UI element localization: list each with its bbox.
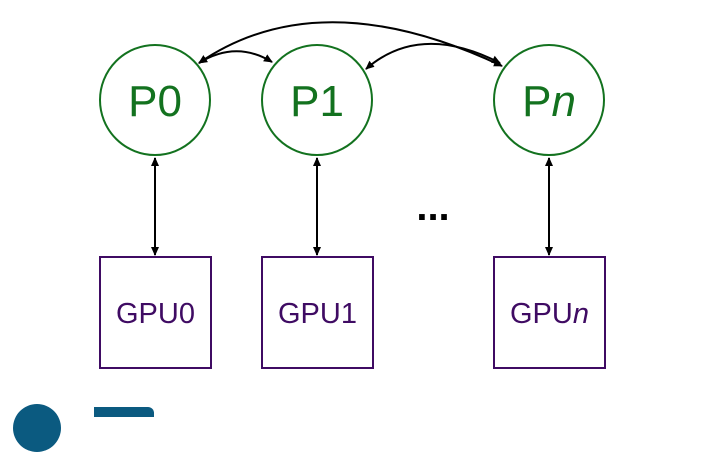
process-node-p1: P1 [261, 44, 373, 156]
arrow-p0-p1 [198, 50, 273, 64]
ellipsis: ... [416, 185, 449, 229]
process-node-pn: Pn [493, 44, 605, 156]
gpu-label-gpu0: GPU0 [116, 298, 195, 330]
process-label-pn: Pn [522, 77, 576, 126]
process-node-p0: P0 [99, 44, 211, 156]
process-gpu-diagram: P0 P1 Pn GPU0 GPU1 GPUn ... [99, 21, 606, 369]
gpu-node-gpu0: GPU0 [99, 256, 212, 369]
gpu-label-gpun: GPUn [510, 298, 589, 330]
gpu-node-gpun: GPUn [493, 256, 606, 369]
process-label-p0: P0 [128, 77, 182, 126]
logo-circle-partial [13, 404, 61, 452]
gpu-node-gpu1: GPU1 [261, 256, 374, 369]
process-label-p1: P1 [290, 77, 344, 126]
gpu-label-gpu1: GPU1 [278, 298, 357, 330]
logo-rect-partial [94, 407, 154, 417]
arrow-p1-pn [365, 42, 501, 70]
